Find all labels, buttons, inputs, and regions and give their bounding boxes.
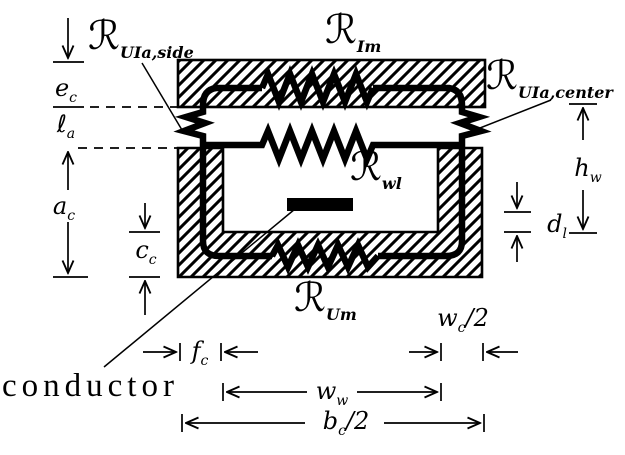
script-r-symbol: ℛ xyxy=(88,13,120,59)
label-pointer-lines xyxy=(103,62,552,368)
dim-ec-la-ac-arrows xyxy=(53,18,88,278)
dim-sub: w xyxy=(336,392,349,409)
conductor-text-label: conductor xyxy=(2,368,179,404)
dim-label-hw: hw xyxy=(574,154,601,185)
resistor-um-zigzag xyxy=(269,237,381,275)
dim-main: ℓ xyxy=(56,110,67,138)
dashed-reference-lines xyxy=(78,106,178,149)
script-r-symbol: ℛ xyxy=(325,7,357,53)
dim-main: c xyxy=(135,236,149,264)
dim-sub: c xyxy=(200,352,209,369)
dim-suffix: /2 xyxy=(465,304,489,332)
path-right-side xyxy=(373,84,492,260)
dim-label-fc: fc xyxy=(191,337,209,368)
r-subscript: Im xyxy=(356,37,382,56)
pointer-uia-side xyxy=(141,62,183,131)
dim-fc-arrows xyxy=(143,343,258,361)
dim-label-ac: ac xyxy=(52,192,75,223)
dim-main: b xyxy=(322,407,339,435)
path-left-side xyxy=(173,84,272,260)
label-r-uia-center: ℛUIa,center xyxy=(486,53,613,101)
dim-label-dl: dl xyxy=(547,210,567,241)
r-subscript: Um xyxy=(325,305,357,324)
dim-main: d xyxy=(547,210,563,238)
label-r-im: ℛIm xyxy=(325,7,381,55)
pointer-conductor xyxy=(103,208,296,368)
dim-main: w xyxy=(315,377,337,405)
r-subscript: wl xyxy=(381,174,402,193)
pointer-uia-center xyxy=(479,99,552,129)
resistor-wl-branch xyxy=(203,122,462,168)
dim-sub: a xyxy=(66,125,76,142)
dim-label-ww: ww xyxy=(315,377,349,408)
dim-suffix: /2 xyxy=(345,407,370,435)
script-r-symbol: ℛ xyxy=(294,275,326,321)
dim-label-ec: ec xyxy=(54,74,77,105)
r-subscript: UIa,side xyxy=(119,43,194,62)
conductor-bar xyxy=(287,198,353,211)
dim-sub: l xyxy=(562,225,567,242)
dim-ww-arrows xyxy=(222,383,442,401)
iron-core-sections xyxy=(176,58,487,279)
resistor-im-zigzag xyxy=(259,65,376,111)
dim-label-la: ℓa xyxy=(56,110,75,141)
dim-sub: c xyxy=(67,207,76,224)
dimension-arrows xyxy=(53,18,597,432)
dim-sub: c xyxy=(457,319,466,336)
label-r-uia-side: ℛUIa,side xyxy=(88,13,194,61)
dim-sub: w xyxy=(589,169,602,186)
label-r-wl: ℛwl xyxy=(350,144,402,192)
dim-wc-half-arrows xyxy=(409,343,518,361)
dim-sub: c xyxy=(148,251,157,268)
dim-main: a xyxy=(52,192,68,220)
dim-label-cc: cc xyxy=(135,236,156,267)
dim-dl-arrows xyxy=(504,182,531,262)
script-r-symbol: ℛ xyxy=(486,53,518,99)
dim-main: e xyxy=(54,74,70,102)
dim-cc-arrows xyxy=(129,203,160,315)
dim-label-bc-half: bc/2 xyxy=(322,407,370,438)
dim-main: f xyxy=(191,337,201,365)
r-subscript: UIa,center xyxy=(517,83,613,102)
dim-bc-half-arrows xyxy=(181,414,485,432)
dim-sub: c xyxy=(338,422,346,439)
dim-hw-arrows xyxy=(569,103,597,234)
script-r-symbol: ℛ xyxy=(350,144,382,190)
dim-sub: c xyxy=(69,89,78,106)
dim-main: h xyxy=(574,154,590,182)
dim-label-wc-half: wc/2 xyxy=(437,304,489,335)
resistance-network-path xyxy=(173,65,492,275)
dim-main: w xyxy=(437,304,458,332)
label-r-um: ℛUm xyxy=(294,275,357,323)
